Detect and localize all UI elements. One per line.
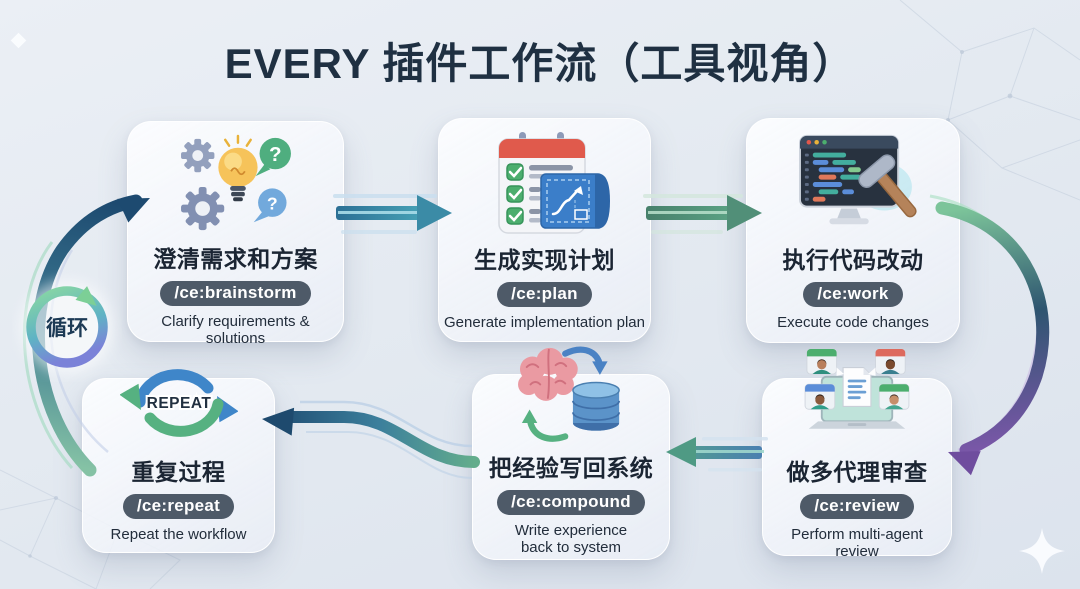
command-badge-review: /ce:review: [800, 494, 914, 519]
card-review: 做多代理审查 /ce:review Perform multi-agent re…: [762, 349, 952, 560]
page-title: EVERY 插件工作流（工具视角）: [224, 40, 856, 87]
constellation-lines-top-right: [899, 0, 1080, 201]
card-subtitle-repeat: Repeat the workflow: [110, 526, 247, 543]
card-title-work: 执行代码改动: [782, 247, 924, 273]
card-subtitle-work: Execute code changes: [777, 314, 929, 331]
loop-badge: 循环: [21, 281, 113, 373]
card-title-compound: 把经验写回系统: [488, 455, 654, 481]
card-subtitle-review: Perform multi-agent review: [791, 526, 923, 561]
sparkle-icon: [1019, 528, 1065, 574]
card-subtitle-compound: Write experience back to system: [514, 522, 628, 557]
command-badge-brainstorm: /ce:brainstorm: [160, 281, 311, 306]
card-title-repeat: 重复过程: [131, 459, 226, 485]
command-badge-work: /ce:work: [803, 282, 903, 307]
loop-badge-label: 循环: [46, 316, 88, 340]
card-compound: 把经验写回系统 /ce:compound Write experience ba…: [472, 346, 670, 560]
gears-lightbulb-questions-icon: ? ?: [170, 132, 302, 238]
card-work: 执行代码改动 /ce:work Execute code changes: [746, 118, 960, 343]
repeat-cycle-arrows-icon: REPEAT: [119, 349, 238, 451]
card-title-plan: 生成实现计划: [474, 247, 615, 273]
card-brainstorm: ? ? 澄清需求和方案 /ce:brainstorm Clarify requi…: [127, 121, 344, 347]
command-badge-plan: /ce:plan: [497, 282, 592, 307]
multi-agent-review-laptop-icon: [789, 349, 925, 451]
svg-text:?: ?: [268, 143, 281, 166]
command-badge-repeat: /ce:repeat: [122, 494, 235, 519]
card-title-review: 做多代理审查: [786, 459, 928, 485]
svg-text:?: ?: [266, 194, 277, 214]
card-repeat: REPEAT 重复过程 /ce:repeat Repeat the workfl…: [82, 369, 275, 553]
card-plan: 生成实现计划 /ce:plan Generate implementation …: [438, 118, 651, 342]
card-title-brainstorm: 澄清需求和方案: [153, 246, 318, 272]
card-subtitle-brainstorm: Clarify requirements & solutions: [161, 313, 310, 348]
repeat-icon-label: REPEAT: [146, 395, 211, 412]
command-badge-compound: /ce:compound: [497, 490, 645, 515]
brain-database-sync-icon: [503, 345, 639, 447]
card-subtitle-plan: Generate implementation plan: [444, 314, 645, 331]
checklist-blueprint-icon: [479, 129, 611, 239]
monitor-code-hammer-icon: [785, 129, 921, 239]
